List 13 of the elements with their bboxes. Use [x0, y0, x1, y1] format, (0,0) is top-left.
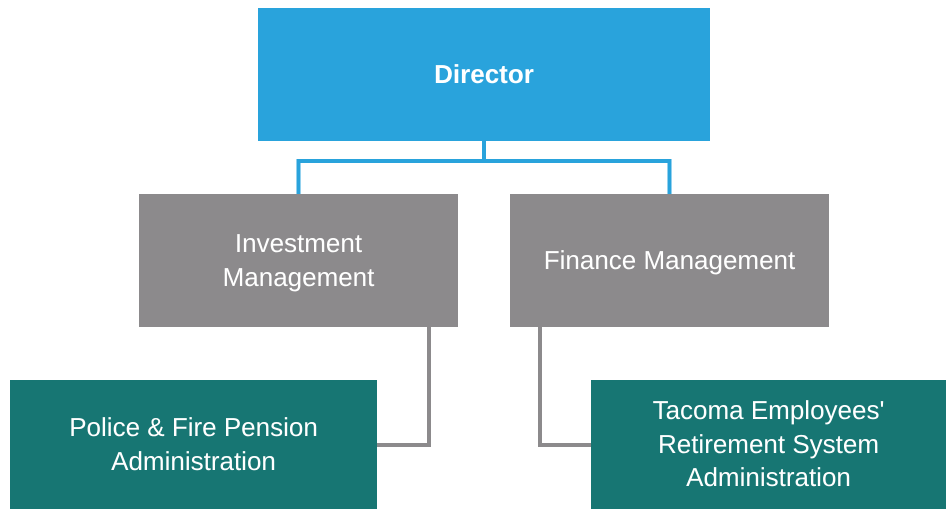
- box-title: Investment Management: [222, 226, 376, 294]
- box-title: Police & Fire Pension Administration: [68, 410, 319, 478]
- org-box: [10, 380, 377, 509]
- connector-line: [482, 141, 672, 194]
- box-title: Director: [434, 58, 534, 91]
- org-box: [591, 380, 946, 509]
- box-title: Tacoma Employees' Retirement System Administration: [652, 394, 886, 494]
- org-box: [258, 8, 710, 141]
- box-title: Finance Management: [544, 244, 796, 277]
- connector-line: [377, 327, 431, 447]
- connector-line: [538, 327, 591, 447]
- org-box: [139, 194, 458, 327]
- org-box: [510, 194, 829, 327]
